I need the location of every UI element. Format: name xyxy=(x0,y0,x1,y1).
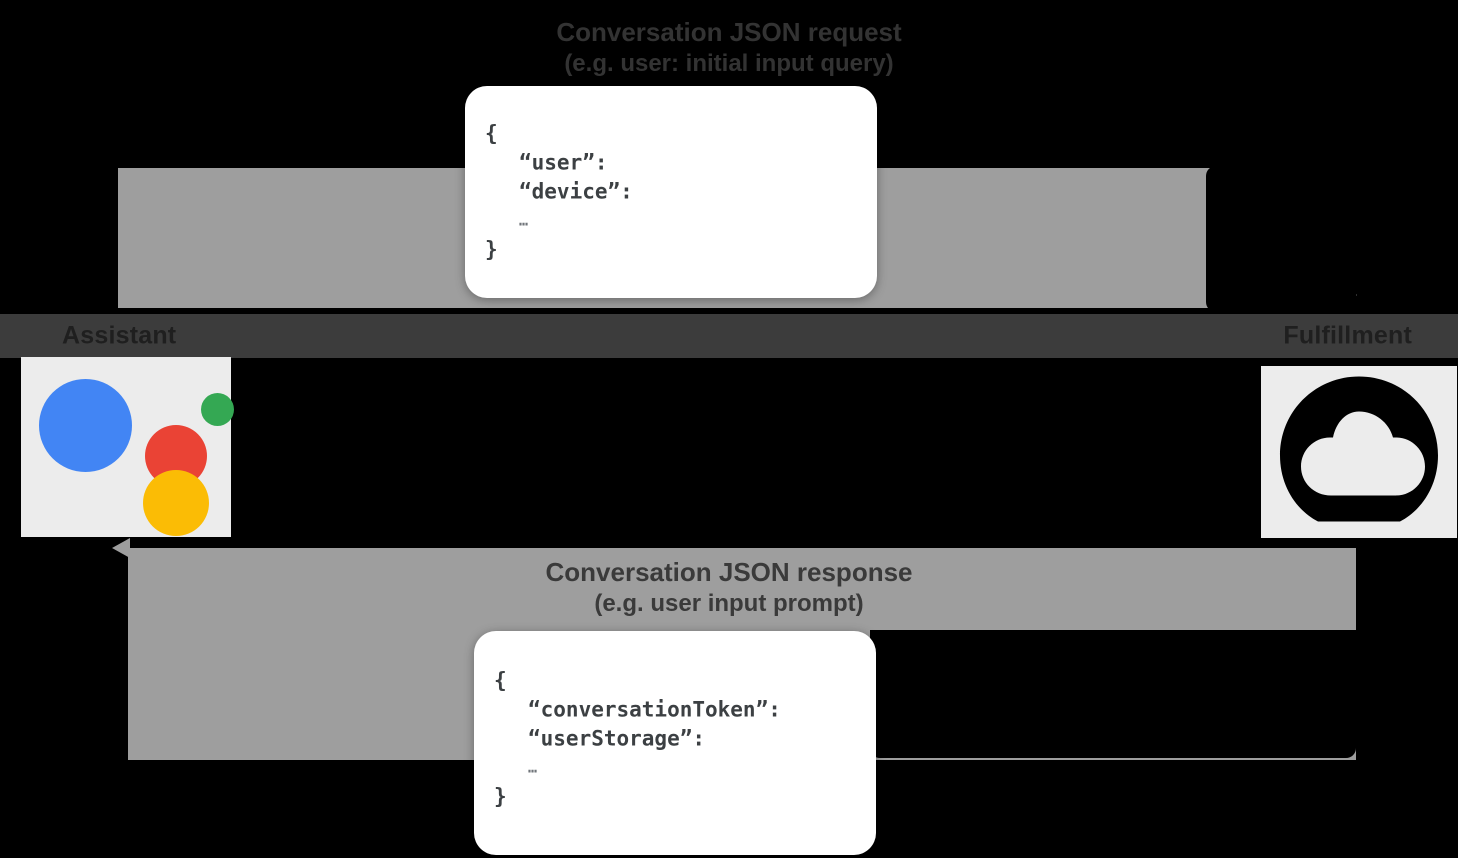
request-json-code: { “user”: “device”: … } xyxy=(465,120,877,265)
response-flow-subtitle: (e.g. user input prompt) xyxy=(594,590,864,617)
fulfillment-label: Fulfillment xyxy=(1283,321,1412,350)
assistant-label: Assistant xyxy=(62,321,177,350)
code-line: } xyxy=(494,784,507,809)
assistant-dot-yellow-icon xyxy=(143,470,209,536)
response-arrowhead-icon xyxy=(112,538,130,558)
code-line: “userStorage”: xyxy=(528,726,706,751)
bottom-band-mask xyxy=(870,630,1356,758)
assistant-dot-green-icon xyxy=(201,393,234,426)
assistant-dot-blue-icon xyxy=(39,379,132,472)
request-json-card: { “user”: “device”: … } xyxy=(465,86,877,298)
response-flow-label: Conversation JSON response (e.g. user in… xyxy=(0,556,1458,620)
request-flow-title: Conversation JSON request xyxy=(556,17,902,47)
cloud-icon xyxy=(1274,375,1444,530)
response-json-code: { “conversationToken”: “userStorage”: … … xyxy=(474,666,876,811)
code-line: { xyxy=(485,121,498,146)
code-line: “user”: xyxy=(519,150,608,175)
request-flow-label: Conversation JSON request (e.g. user: in… xyxy=(0,16,1458,80)
code-line: “conversationToken”: xyxy=(528,697,781,722)
code-line: “device”: xyxy=(519,179,633,204)
response-json-card: { “conversationToken”: “userStorage”: … … xyxy=(474,631,876,855)
google-assistant-icon xyxy=(21,357,234,537)
request-flow-subtitle: (e.g. user: initial input query) xyxy=(564,50,894,77)
response-flow-title: Conversation JSON response xyxy=(545,557,913,587)
code-line: { xyxy=(494,668,507,693)
fulfillment-node xyxy=(1261,366,1457,538)
code-line: … xyxy=(528,758,538,777)
top-band-mask xyxy=(1206,166,1356,312)
node-label-row: Assistant Fulfillment xyxy=(0,314,1458,358)
code-line: } xyxy=(485,237,498,262)
code-line: … xyxy=(519,211,529,230)
assistant-node xyxy=(21,357,234,537)
